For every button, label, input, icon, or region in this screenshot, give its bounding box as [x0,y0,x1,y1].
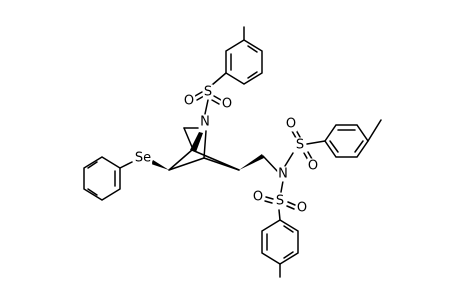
atom-label-background [295,200,309,216]
bond [329,140,339,153]
atom-label-s: S [276,194,284,209]
atom-label-background [199,114,211,130]
atom-label-o: O [297,201,307,216]
phenylselenyl-group [83,156,133,201]
atom-label-s: S [204,85,212,100]
bond [291,130,297,139]
atom-label-background [202,84,214,100]
bond [306,140,326,145]
atom-labels: S O O N Se N S O O S O O [133,84,320,216]
wedge-bond [190,132,203,152]
bond [87,161,98,169]
bond [247,71,258,79]
atom-label-background [294,137,306,153]
atom-label-background [284,116,298,132]
bond [191,149,240,171]
wedge-bond [239,154,264,170]
atom-label-se: Se [135,151,151,166]
atom-label-background [274,193,286,209]
bond [196,95,205,101]
bond [168,157,205,171]
atom-label-background [306,158,320,174]
atom-label-n: N [278,167,288,182]
bond [213,95,222,101]
bond [247,45,258,53]
bicyclic-core [151,127,264,171]
bond [211,72,227,86]
bond [211,99,220,105]
bond [286,205,295,210]
atom-label-n: N [200,115,210,130]
atom-label-o: O [308,159,318,174]
atom-label-background [182,93,196,109]
bond [284,152,294,167]
bond [194,91,203,97]
bond [262,155,280,174]
bond [119,161,133,169]
atom-label-background [277,166,289,182]
bond [280,180,284,193]
bond [354,140,364,153]
bond [287,201,296,206]
atom-label-o: O [222,97,232,112]
bond [265,196,274,200]
bond [183,127,193,148]
bond [283,251,294,259]
atom-label-background [251,189,265,205]
bond [87,188,98,196]
wedge-bond [151,160,169,170]
phenyl-ring [83,156,121,201]
bond [168,149,193,171]
atom-label-o: O [253,190,263,205]
bond [204,99,209,115]
bond [307,151,313,160]
atom-label-o: O [286,117,296,132]
top-tosyl-group [194,26,263,115]
bond [278,209,281,221]
top-tolyl-ring [225,39,263,85]
bond [367,119,382,142]
bond [264,200,273,204]
bond [203,130,207,159]
atom-label-background [220,96,234,112]
atom-label-background [133,150,153,166]
atom-label-o: O [184,94,194,109]
bond [283,225,294,233]
atom-label-s: S [296,138,304,153]
